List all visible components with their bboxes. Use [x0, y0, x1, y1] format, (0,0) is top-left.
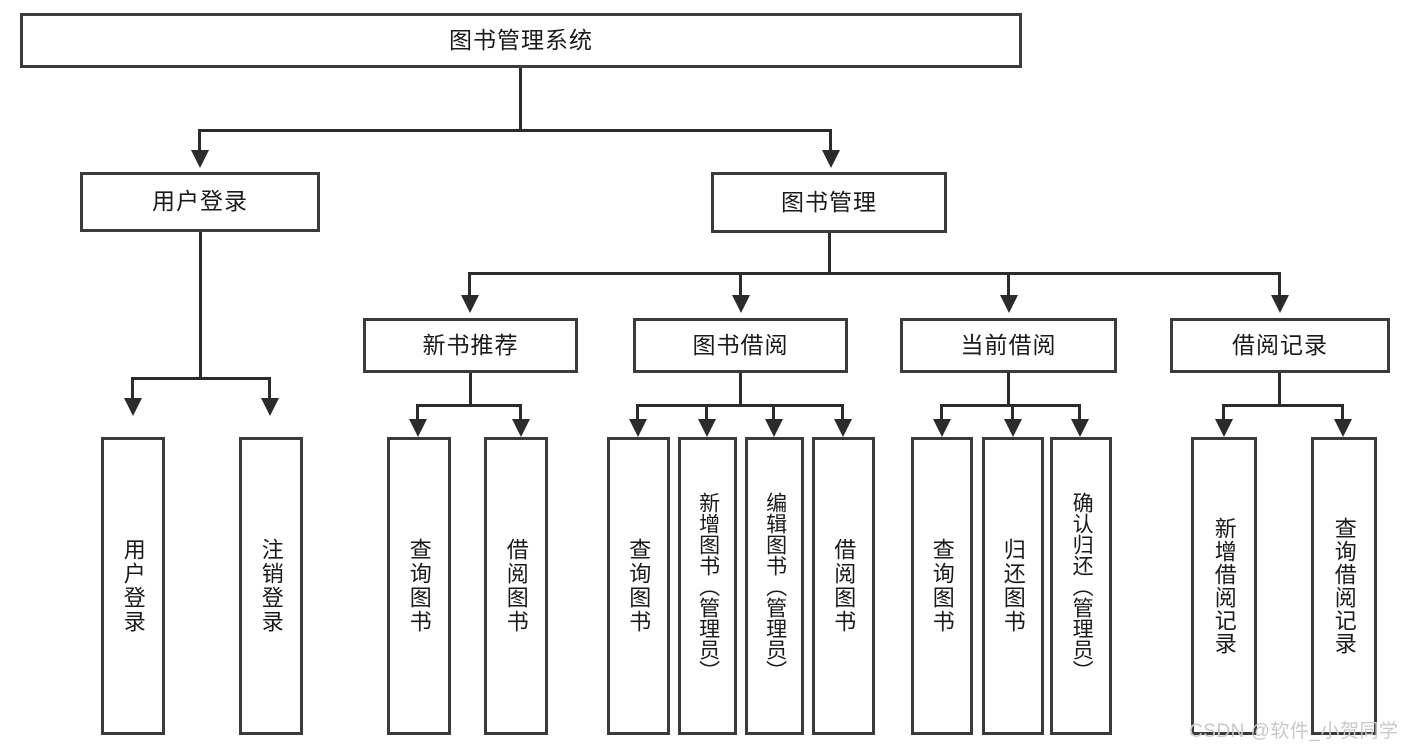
arrow-book-mgmt-c2: [732, 295, 750, 313]
connector-current-bar: [940, 404, 1080, 407]
arrow-current-b2: [1004, 419, 1022, 437]
arrow-records-b2: [1334, 419, 1352, 437]
connector-book-mgmt-stem: [828, 233, 831, 275]
node-label: 确认归还（管理员）: [1070, 491, 1094, 681]
node-leaf-user-login[interactable]: 用户登录: [101, 437, 165, 735]
connector-current-stem: [1007, 373, 1010, 407]
node-label: 新书推荐: [422, 331, 519, 358]
connector-borrow-b3: [772, 404, 775, 420]
node-label: 查询图书: [626, 538, 652, 634]
arrow-user-login-b1: [124, 398, 142, 416]
connector-current-b3: [1078, 404, 1081, 420]
node-book-borrowing[interactable]: 图书借阅: [633, 318, 848, 373]
connector-new-books-b1: [416, 404, 419, 420]
arrow-root-to-user-login: [191, 150, 209, 168]
connector-new-books-stem: [469, 373, 472, 407]
connector-borrow-b1: [636, 404, 639, 420]
connector-new-books-bar: [416, 404, 522, 407]
node-label: 新增借阅记录: [1211, 517, 1237, 655]
node-new-book-recommendation[interactable]: 新书推荐: [363, 318, 578, 373]
connector-root-to-user-login: [198, 129, 201, 151]
node-leaf-edit-book-admin[interactable]: 编辑图书（管理员）: [745, 437, 804, 735]
arrow-current-b3: [1071, 419, 1089, 437]
connector-current-b2: [1011, 404, 1014, 420]
node-leaf-borrow-books-recommend[interactable]: 借阅图书: [484, 437, 548, 735]
connector-borrow-b2: [705, 404, 708, 420]
node-label: 新增图书（管理员）: [696, 491, 720, 681]
connector-root-bar: [198, 129, 832, 132]
node-leaf-logout[interactable]: 注销登录: [239, 437, 303, 735]
connector-book-mgmt-bar: [468, 272, 1281, 275]
node-label: 借阅记录: [1232, 331, 1328, 358]
node-leaf-confirm-return-admin[interactable]: 确认归还（管理员）: [1050, 437, 1112, 735]
node-label: 借阅图书: [503, 538, 529, 634]
arrow-borrow-b2: [698, 419, 716, 437]
connector-new-books-b2: [519, 404, 522, 420]
arrow-borrow-b1: [629, 419, 647, 437]
node-label: 查询图书: [406, 538, 432, 634]
node-label: 图书借阅: [692, 331, 789, 358]
connector-user-login-b2: [268, 377, 271, 399]
arrow-borrow-b3: [765, 419, 783, 437]
connector-user-login-bar: [131, 377, 271, 380]
node-leaf-borrow-books[interactable]: 借阅图书: [812, 437, 875, 735]
node-label: 注销登录: [258, 538, 284, 634]
connector-records-stem: [1278, 373, 1281, 407]
connector-records-b1: [1222, 404, 1225, 420]
node-label: 归还图书: [1000, 538, 1026, 634]
node-root-book-management-system[interactable]: 图书管理系统: [20, 13, 1022, 68]
connector-book-mgmt-c3: [1007, 272, 1010, 296]
connector-root-stem: [519, 68, 522, 131]
arrow-book-mgmt-c4: [1271, 295, 1289, 313]
arrow-new-books-b1: [409, 419, 427, 437]
node-leaf-query-books-recommend[interactable]: 查询图书: [387, 437, 451, 735]
node-leaf-query-books-current[interactable]: 查询图书: [911, 437, 973, 735]
node-leaf-query-borrow-record[interactable]: 查询借阅记录: [1311, 437, 1377, 735]
node-label: 当前借阅: [960, 331, 1057, 358]
arrow-book-mgmt-c1: [461, 295, 479, 313]
arrow-user-login-b2: [261, 398, 279, 416]
node-label: 编辑图书（管理员）: [763, 491, 787, 681]
connector-records-bar: [1222, 404, 1344, 407]
node-label: 用户登录: [152, 188, 248, 215]
connector-book-mgmt-c2: [739, 272, 742, 296]
connector-user-login-b1: [131, 377, 134, 399]
connector-borrow-b4: [841, 404, 844, 420]
node-current-borrowing[interactable]: 当前借阅: [900, 318, 1117, 373]
connector-borrow-stem: [739, 373, 742, 407]
arrow-borrow-b4: [834, 419, 852, 437]
node-leaf-query-books-borrow[interactable]: 查询图书: [607, 437, 670, 735]
node-user-login[interactable]: 用户登录: [80, 172, 320, 232]
node-leaf-return-books[interactable]: 归还图书: [982, 437, 1044, 735]
node-label: 借阅图书: [831, 538, 857, 634]
connector-root-to-book-mgmt: [829, 129, 832, 151]
connector-user-login-stem: [199, 232, 202, 380]
arrow-book-mgmt-c3: [1000, 295, 1018, 313]
node-leaf-add-borrow-record[interactable]: 新增借阅记录: [1191, 437, 1257, 735]
arrow-records-b1: [1215, 419, 1233, 437]
connector-book-mgmt-c4: [1278, 272, 1281, 296]
node-label: 用户登录: [120, 538, 146, 634]
node-label: 查询借阅记录: [1331, 517, 1357, 655]
connector-book-mgmt-c1: [468, 272, 471, 296]
node-book-management[interactable]: 图书管理: [711, 172, 947, 233]
node-label: 图书管理: [781, 188, 877, 215]
arrow-current-b1: [933, 419, 951, 437]
node-label: 图书管理系统: [449, 26, 593, 53]
node-leaf-add-book-admin[interactable]: 新增图书（管理员）: [678, 437, 737, 735]
arrow-new-books-b2: [512, 419, 530, 437]
node-label: 查询图书: [929, 538, 955, 634]
arrow-root-to-book-mgmt: [822, 150, 840, 168]
connector-borrow-bar: [636, 404, 844, 407]
node-borrowing-records[interactable]: 借阅记录: [1170, 318, 1390, 373]
connector-current-b1: [940, 404, 943, 420]
connector-records-b2: [1341, 404, 1344, 420]
